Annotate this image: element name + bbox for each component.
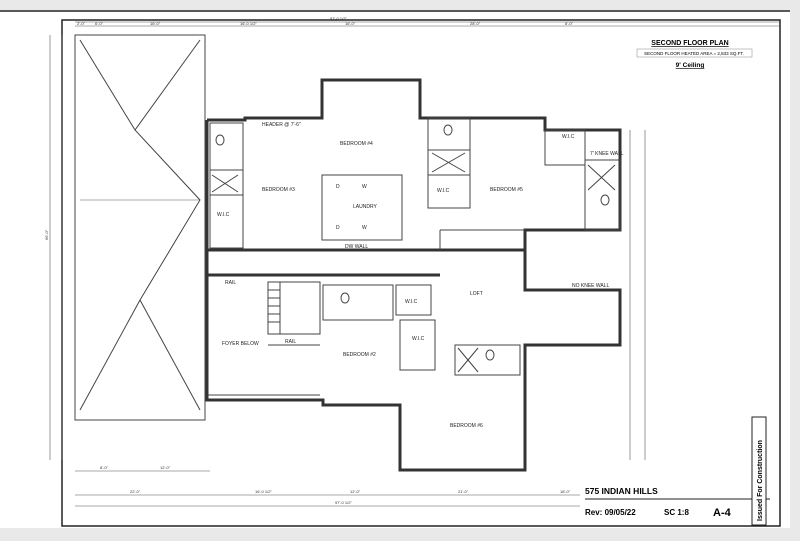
dim-top: 6'-0" <box>565 21 574 26</box>
room-label-bedroom-3: BEDROOM #3 <box>262 187 295 193</box>
dim-bottom: 12'-0" <box>350 489 361 494</box>
dim-bottom: 22'-0" <box>130 489 141 494</box>
note-no-knee-wall: NO KNEE WALL <box>572 283 610 289</box>
exterior-walls <box>205 78 622 472</box>
room-label-loft: LOFT <box>470 291 483 297</box>
project-address: 575 INDIAN HILLS <box>585 486 658 496</box>
issued-for-construction-stamp: Issued For Construction <box>757 440 764 521</box>
dim-left-overall: 66'-0" <box>44 229 49 240</box>
appliance-dryer: D <box>336 184 340 190</box>
dimension-lines <box>49 21 780 507</box>
ceiling-note: 9' Ceiling <box>676 62 705 69</box>
dim-top: 6'-0" <box>95 21 104 26</box>
note-rail: RAIL <box>225 280 236 286</box>
roof-outline <box>74 34 206 421</box>
dim-bottom: 16'-0 1/2" <box>255 489 272 494</box>
room-label-bedroom-2: BEDROOM #2 <box>343 352 376 358</box>
note-rail: RAIL <box>285 339 296 345</box>
dim-top-overall: 97'-0 1/2" <box>330 16 347 21</box>
appliance-washer: W <box>362 225 367 231</box>
dim-bottom: 18'-0" <box>560 489 571 494</box>
revision-date: Rev: 09/05/22 <box>585 508 636 517</box>
room-label-bedroom-4: BEDROOM #4 <box>340 141 373 147</box>
dim-bottom-left: 8'-0" <box>100 465 109 470</box>
note-wic: W.I.C <box>437 188 450 194</box>
scale: SC 1:8 <box>664 508 689 517</box>
dim-top: 16'-0 1/2" <box>240 21 257 26</box>
note-wic: W.I.C <box>562 134 575 140</box>
dim-bottom-left: 12'-0" <box>160 465 171 470</box>
dim-top: 28'-0" <box>470 21 481 26</box>
dim-bottom-overall: 97'-0 1/2" <box>335 500 352 505</box>
appliance-washer: W <box>362 184 367 190</box>
note-header: HEADER @ 7'-6" <box>262 122 301 128</box>
room-label-bedroom-5: BEDROOM #5 <box>490 187 523 193</box>
interior-walls <box>207 117 621 396</box>
note-knee-wall: 7' KNEE WALL <box>590 151 624 157</box>
note-wic: W.I.C <box>405 299 418 305</box>
dim-top: 16'-0" <box>150 21 161 26</box>
dim-top: 2'-0" <box>77 21 86 26</box>
note-wic: W.I.C <box>217 212 230 218</box>
dim-top: 16'-0" <box>345 21 356 26</box>
room-label-laundry: LAUNDRY <box>353 204 377 210</box>
note-dw-wall: DW WALL <box>345 244 368 250</box>
plan-title: SECOND FLOOR PLAN <box>651 40 728 47</box>
note-wic: W.I.C <box>412 336 425 342</box>
sheet-number: A-4 <box>713 507 732 519</box>
heated-area: SECOND FLOOR HEATED AREA = 2,833 SQ.FT. <box>644 51 744 56</box>
room-label-foyer: FOYER BELOW <box>222 341 259 347</box>
dim-bottom: 21'-0" <box>458 489 469 494</box>
title-block: SECOND FLOOR PLAN SECOND FLOOR HEATED AR… <box>585 40 770 526</box>
appliance-dryer: D <box>336 225 340 231</box>
room-label-bedroom-6: BEDROOM #6 <box>450 423 483 429</box>
